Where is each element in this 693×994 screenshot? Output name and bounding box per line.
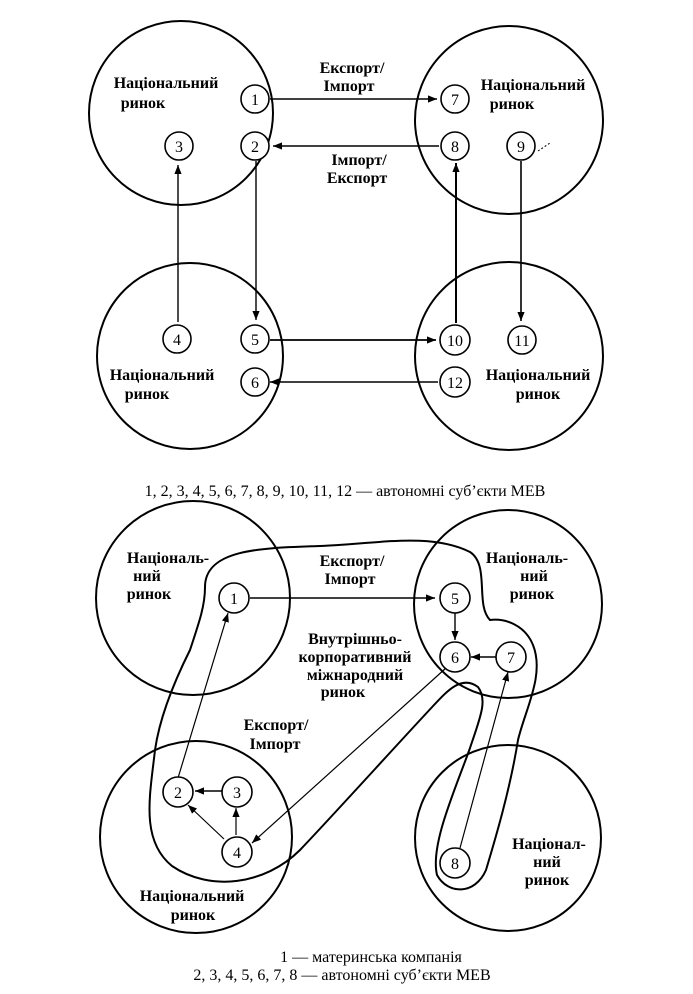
flow-label-export-import-mid: Експорт/ xyxy=(244,717,309,734)
intra-corporate-label: Внутрішньо- xyxy=(308,631,402,648)
tick-mark xyxy=(537,142,551,152)
market-label-bottom-right: ний xyxy=(533,854,561,871)
intra-corporate-label: ринок xyxy=(321,684,366,701)
node-label: 9 xyxy=(517,139,525,156)
node-label: 5 xyxy=(251,332,259,349)
market-label-top-left: ринок xyxy=(121,95,166,112)
market-label-top-right: ринок xyxy=(510,586,555,603)
flow-label-import-export: Експорт xyxy=(327,170,388,187)
caption-diagram-2-line-1: 1 — материнська компанія xyxy=(280,949,462,966)
market-label-bottom-right: ринок xyxy=(516,386,561,403)
market-circle-top-right xyxy=(413,509,603,699)
caption-diagram-1: 1, 2, 3, 4, 5, 6, 7, 8, 9, 10, 11, 12 — … xyxy=(145,483,546,500)
diagram-1-text: 1 2 3 4 5 6 7 8 9 10 11 12 Національний … xyxy=(110,60,591,500)
market-circle-top-right xyxy=(414,25,604,215)
intra-corporate-label: міжнародний xyxy=(307,667,403,684)
node-label: 6 xyxy=(451,650,459,667)
node-label: 6 xyxy=(251,375,259,392)
node-label: 12 xyxy=(447,375,463,392)
node-label: 4 xyxy=(233,845,241,862)
node-label: 1 xyxy=(230,591,238,608)
diagram-1 xyxy=(88,20,604,451)
market-label-bottom-right: Націонал- xyxy=(512,836,586,853)
flow-label-export-import-top: Імпорт xyxy=(325,571,376,588)
market-label-top-left: Національний xyxy=(114,75,219,92)
flow-label-export-import: Імпорт xyxy=(324,78,375,95)
node-label: 7 xyxy=(507,650,515,667)
intra-corporate-label: корпоративний xyxy=(299,649,412,666)
flow-label-export-import-mid: Імпорт xyxy=(250,736,301,753)
node-label: 8 xyxy=(451,139,459,156)
market-circle-bottom-left xyxy=(99,740,293,934)
market-label-top-left: ний xyxy=(133,568,161,585)
market-label-bottom-right: Національний xyxy=(486,367,591,384)
market-label-bottom-right: ринок xyxy=(525,872,570,889)
market-label-bottom-left: ринок xyxy=(125,386,170,403)
intra-corporate-boundary xyxy=(148,539,538,891)
market-label-top-left: ринок xyxy=(127,586,172,603)
node-label: 2 xyxy=(174,785,182,802)
flow-label-export-import: Експорт/ xyxy=(320,60,385,77)
node-label: 2 xyxy=(251,139,259,156)
market-circle-top-left xyxy=(88,20,274,206)
market-label-bottom-left: ринок xyxy=(171,907,216,924)
node-label: 3 xyxy=(233,785,241,802)
caption-diagram-2-line-2: 2, 3, 4, 5, 6, 7, 8 — автономні суб’єкти… xyxy=(193,967,490,984)
node-label: 8 xyxy=(451,856,459,873)
flow-label-export-import-top: Експорт/ xyxy=(320,553,385,570)
node-label: 5 xyxy=(451,591,459,608)
market-label-top-right: ний xyxy=(520,568,548,585)
flow-label-import-export: Імпорт/ xyxy=(331,152,387,169)
arrow-6-to-4 xyxy=(251,667,447,844)
diagram-2-text: 1 2 3 4 5 6 7 8 Національ- ний ринок Нац… xyxy=(127,550,586,984)
market-circle-bottom-left xyxy=(96,262,284,450)
market-label-top-right: ринок xyxy=(490,96,535,113)
node-label: 10 xyxy=(447,333,463,350)
market-label-top-right: Національний xyxy=(481,77,586,94)
node-label: 7 xyxy=(451,92,459,109)
diagram-2 xyxy=(95,500,603,934)
market-circle-bottom-right xyxy=(414,744,602,932)
node xyxy=(162,84,537,398)
node-label: 4 xyxy=(173,332,181,349)
node xyxy=(162,582,527,879)
market-label-top-right: Національ- xyxy=(486,550,568,567)
node-label: 11 xyxy=(514,333,529,350)
arrow-4-to-2 xyxy=(187,804,225,840)
market-label-bottom-left: Національний xyxy=(140,888,245,905)
market-label-top-left: Національ- xyxy=(127,550,209,567)
node-label: 3 xyxy=(175,139,183,156)
market-label-bottom-left: Національний xyxy=(110,367,215,384)
arrow-8-to-7 xyxy=(459,671,510,849)
node-label: 1 xyxy=(251,92,259,109)
arrow-2-to-1 xyxy=(177,612,229,779)
market-circle-bottom-right xyxy=(414,261,604,451)
